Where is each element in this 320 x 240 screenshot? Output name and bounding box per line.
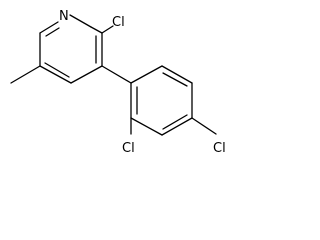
- bond-c4-c5-inner: [44, 62, 70, 78]
- bond-p1-p2: [130, 65, 163, 84]
- bond-c6-n: [39, 21, 59, 34]
- bond-c4-c5: [39, 65, 72, 84]
- bond-p4-p5: [161, 117, 193, 136]
- atom-label-chlorine-para: Cl: [213, 141, 226, 156]
- bond-c3-aryl: [101, 65, 132, 84]
- pyridine-ring: [39, 14, 103, 84]
- structure-diagram: N Cl Cl Cl: [10, 9, 226, 156]
- bond-p2-p3: [161, 65, 193, 84]
- molecule-drawing: N Cl Cl Cl: [10, 9, 226, 156]
- bond-c2-cl: [101, 25, 114, 34]
- atom-label-chlorine-ortho: Cl: [122, 141, 135, 156]
- phenyl-ring: [130, 65, 193, 136]
- bond-p5-p6: [130, 117, 163, 136]
- bond-n-c2: [69, 14, 92, 28]
- bond-p2-p3-inner: [162, 72, 188, 87]
- atom-label-nitrogen: N: [59, 9, 69, 24]
- bond-c5-methyl: [10, 65, 41, 84]
- bond-c6-n-inner: [45, 27, 60, 37]
- bond-p4-p5-inner: [162, 114, 188, 130]
- bond-n-c2-join: [90, 26, 103, 34]
- bond-p4-cl: [191, 117, 217, 135]
- atom-label-chlorine-pyridine: Cl: [112, 15, 125, 30]
- bond-c3-c4: [70, 65, 103, 84]
